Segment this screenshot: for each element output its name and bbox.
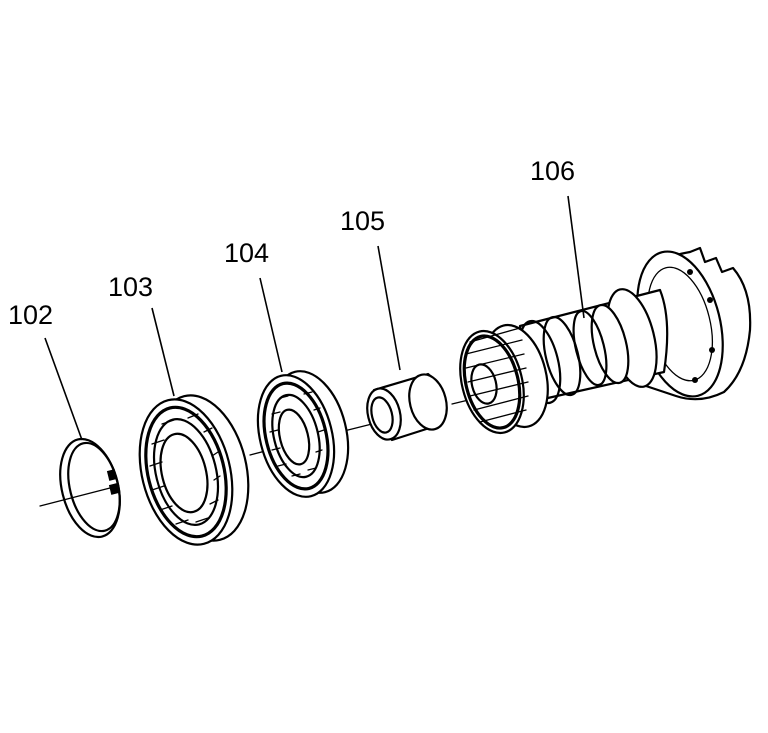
leader-line-105 (377, 245, 401, 371)
callout-103: 103 (108, 272, 153, 302)
part-103-bearing (138, 394, 250, 546)
part-104-bearing (256, 370, 350, 498)
part-102-snap-ring (59, 437, 121, 539)
part-105-spacer-sleeve (366, 372, 448, 442)
callout-104: 104 (224, 238, 269, 268)
callout-106: 106 (530, 156, 575, 186)
callout-105: 105 (340, 206, 385, 236)
callout-102: 102 (8, 300, 53, 330)
leader-line-102 (44, 337, 83, 441)
part-106-output-shaft (459, 246, 752, 435)
leader-line-106 (567, 195, 585, 319)
leader-line-104 (259, 277, 283, 373)
leader-line-103 (151, 307, 175, 397)
